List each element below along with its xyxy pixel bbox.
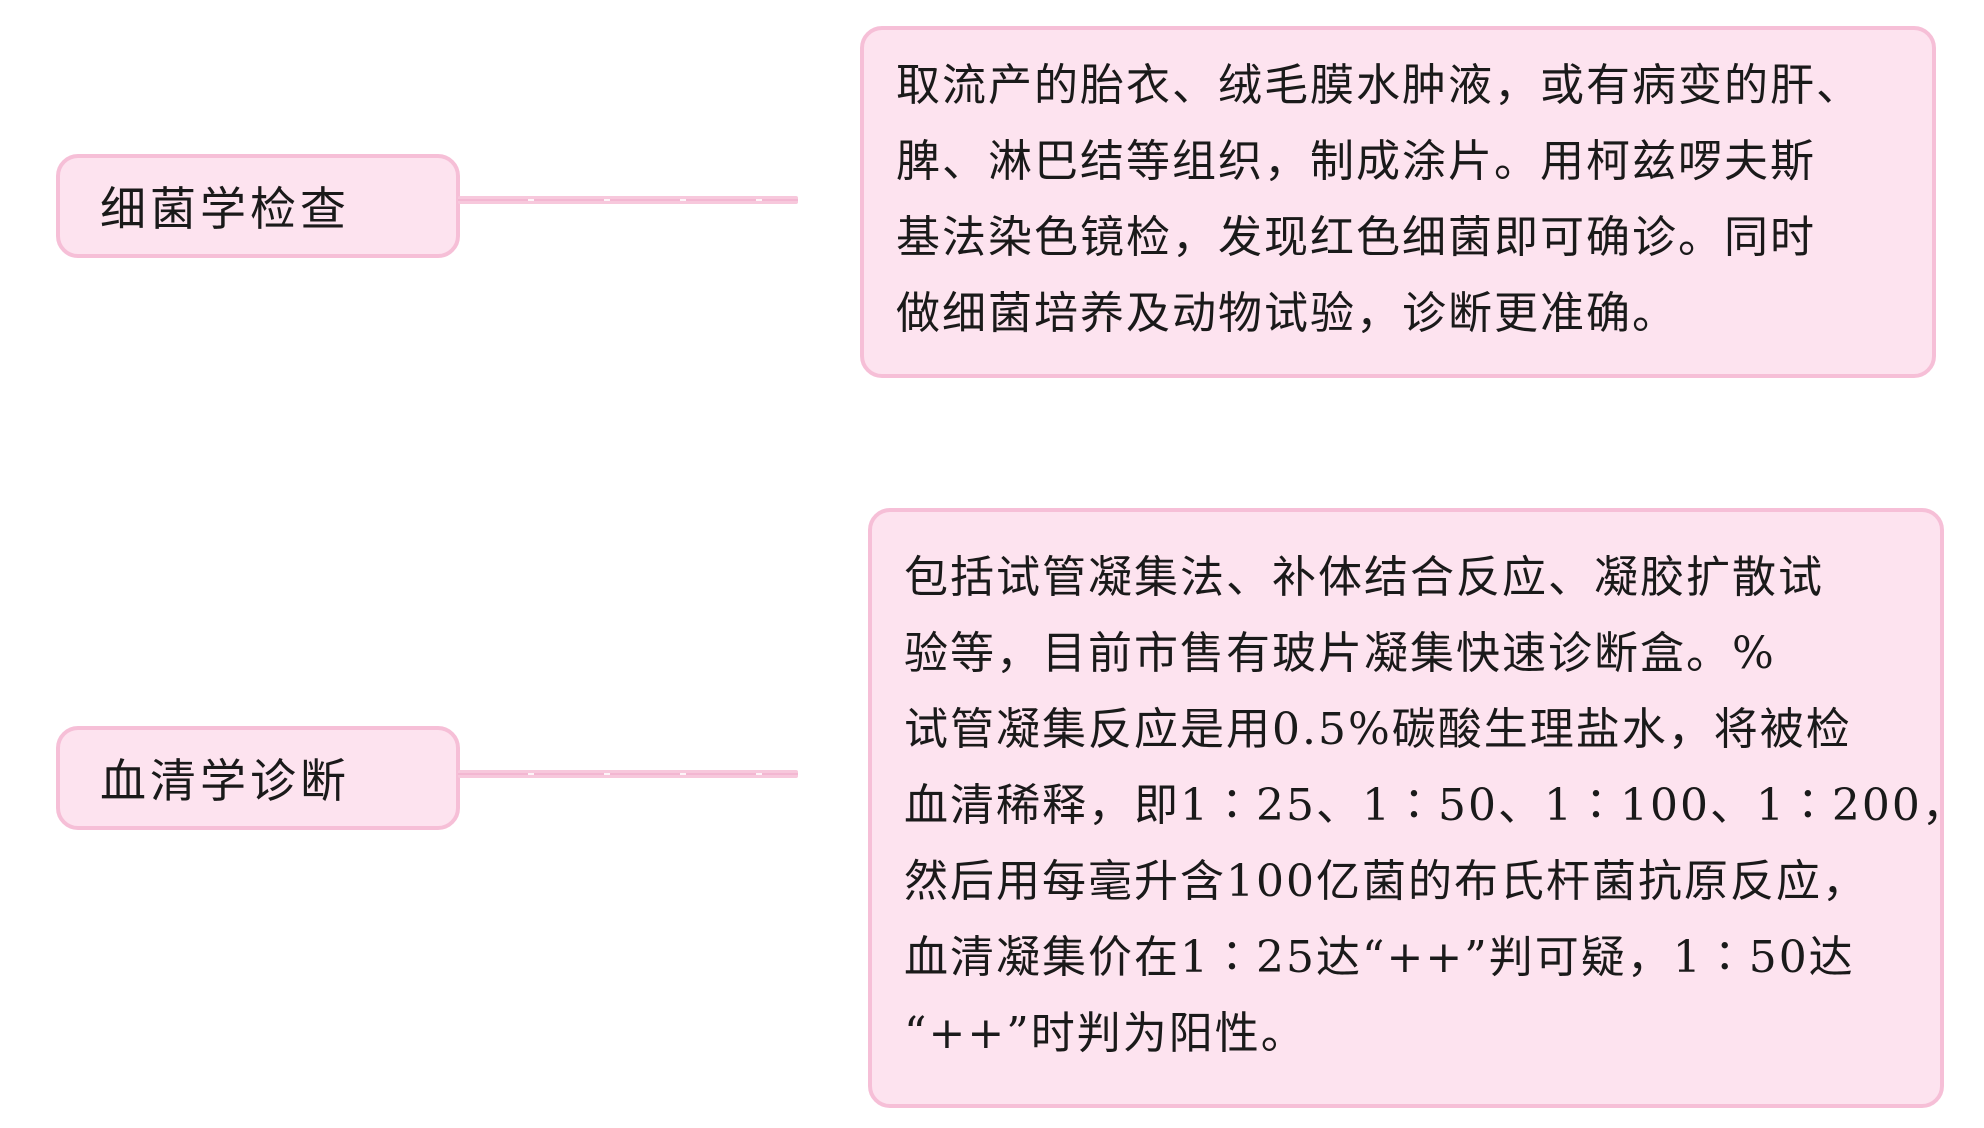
detail-line: 然后用每毫升含100亿菌的布氏杆菌抗原反应， bbox=[904, 856, 1868, 907]
node-label-text: 细菌学检查 bbox=[100, 182, 350, 236]
detail-line: 验等，目前市售有玻片凝集快速诊断盒。% bbox=[904, 628, 1776, 679]
detail-line: 血清稀释，即1∶25、1∶50、1∶100、1∶200， bbox=[904, 780, 1968, 831]
node-label-serology: 血清学诊断 bbox=[56, 726, 460, 830]
node-detail-bacteriology: 取流产的胎衣、绒毛膜水肿液，或有病变的肝、 脾、淋巴结等组织，制成涂片。用柯兹啰… bbox=[860, 26, 1936, 378]
detail-line: 基法染色镜检，发现红色细菌即可确诊。同时 bbox=[896, 212, 1816, 263]
node-label-text: 血清学诊断 bbox=[100, 754, 350, 808]
detail-line: 取流产的胎衣、绒毛膜水肿液，或有病变的肝、 bbox=[896, 60, 1862, 111]
node-detail-serology: 包括试管凝集法、补体结合反应、凝胶扩散试 验等，目前市售有玻片凝集快速诊断盒。%… bbox=[868, 508, 1968, 1108]
detail-line: 试管凝集反应是用0.5%碳酸生理盐水，将被检 bbox=[904, 704, 1852, 755]
detail-line: 做细菌培养及动物试验，诊断更准确。 bbox=[896, 288, 1678, 339]
detail-line: “++”时判为阳性。 bbox=[904, 1008, 1307, 1059]
detail-line: 脾、淋巴结等组织，制成涂片。用柯兹啰夫斯 bbox=[896, 136, 1816, 187]
connector-bacteriology bbox=[458, 196, 798, 204]
connector-serology bbox=[458, 770, 798, 778]
detail-line: 血清凝集价在1∶25达“++”判可疑，1∶50达 bbox=[904, 932, 1855, 983]
detail-line: 包括试管凝集法、补体结合反应、凝胶扩散试 bbox=[904, 552, 1824, 603]
node-label-bacteriology: 细菌学检查 bbox=[56, 154, 460, 258]
